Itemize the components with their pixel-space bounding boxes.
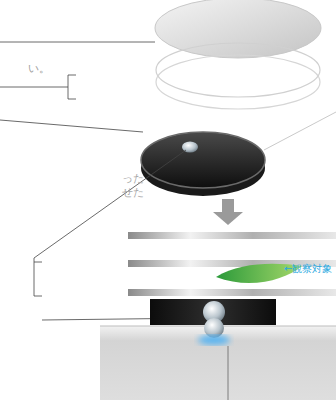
object-label: ←観察対象 (284, 263, 332, 275)
annotation-text: い。 (28, 62, 50, 75)
ring-outline (156, 43, 320, 97)
leader-line (0, 42, 155, 43)
leader-line (264, 112, 336, 150)
annotation-text: せた (122, 186, 144, 199)
annotation-text: った (122, 172, 144, 185)
cover-disc (155, 0, 321, 58)
light-glow (198, 335, 230, 345)
bracket (0, 75, 76, 99)
leader-line (34, 150, 186, 258)
stage-base (100, 326, 336, 400)
ring-outline (156, 55, 320, 109)
bracket (34, 258, 42, 296)
leader-line (228, 346, 229, 400)
leader-line (0, 120, 143, 132)
slide-glass (128, 232, 336, 239)
down-arrow (213, 199, 243, 225)
dish-top (141, 132, 265, 188)
slide-glass (128, 289, 336, 296)
